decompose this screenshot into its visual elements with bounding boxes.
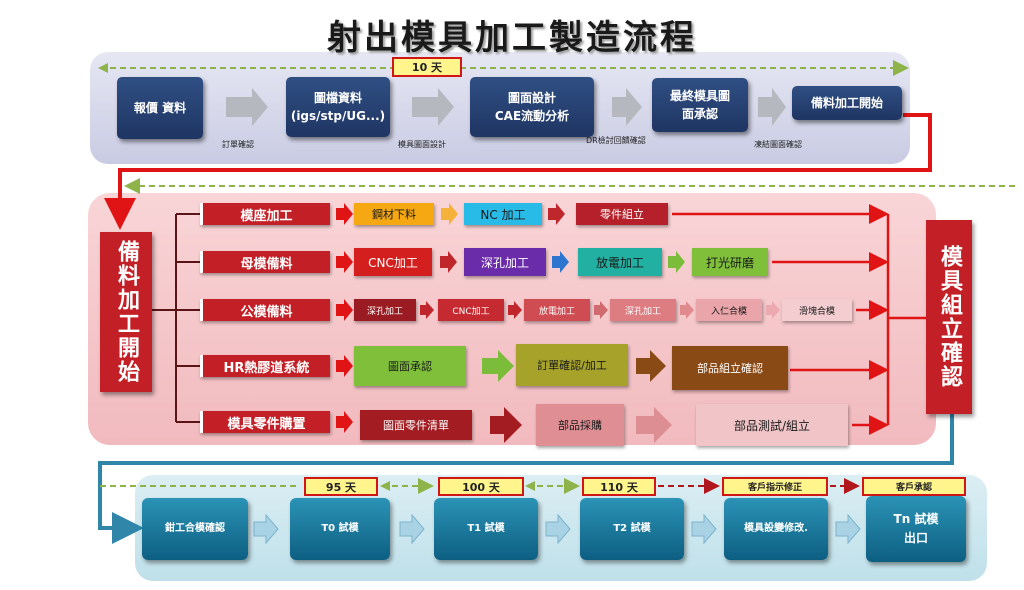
- caption-mold-design: 模具圖面設計: [398, 140, 446, 149]
- tag-95-days: 95 天: [304, 477, 378, 496]
- mold-assembly-vertical-label: 模具組立確認: [926, 220, 972, 414]
- step-deep-hole-core-1: 深孔加工: [354, 299, 416, 321]
- step-parts-procurement: 部品採購: [536, 404, 624, 446]
- t1-trial-box: T1 試模: [434, 498, 538, 560]
- step-insert-fitting: 入仁合模: [696, 299, 762, 321]
- step-edm-core: 放電加工: [524, 299, 590, 321]
- material-prep-start-box: 備料加工開始: [792, 86, 902, 120]
- t2-trial-box: T2 試模: [580, 498, 684, 560]
- tag-customer-approval: 客戶承認: [862, 477, 966, 496]
- step-cnc-core: CNC加工: [438, 299, 504, 321]
- step-slider-fitting: 滑塊合模: [782, 299, 852, 321]
- row-label-hot-runner: HR熱膠道系統: [200, 355, 330, 377]
- t0-trial-box: T0 試模: [290, 498, 390, 560]
- mold-modification-box: 模具設變修改.: [724, 498, 828, 560]
- drawing-files-box: 圖檔資料 (igs/stp/UG...): [286, 77, 390, 137]
- tag-100-days: 100 天: [438, 477, 524, 496]
- row-label-cavity: 母模備料: [200, 251, 330, 273]
- step-cnc-machining-cavity: CNC加工: [354, 248, 432, 276]
- caption-freeze-drawing: 凍結圖面確認: [754, 140, 802, 149]
- caption-dr-review: DR檢討回饋確認: [586, 136, 646, 145]
- step-deep-hole-cavity: 深孔加工: [464, 248, 546, 276]
- tn-trial-shipment-box: Tn 試模 出口: [866, 496, 966, 562]
- stage1-duration-tag: 10 天: [392, 57, 462, 77]
- tag-customer-correction: 客戶指示修正: [722, 477, 828, 496]
- step-component-assembly-confirm: 部品組立確認: [672, 346, 788, 390]
- stage2-bracket: [152, 213, 200, 423]
- stage1-block-arrows: [226, 88, 786, 126]
- page-title: 射出模具加工製造流程: [327, 18, 697, 58]
- step-nc-machining: NC 加工: [464, 203, 542, 225]
- final-drawing-approval-box: 最終模具圖 面承認: [652, 78, 748, 132]
- fitter-mold-check-box: 鉗工合模確認: [142, 498, 248, 560]
- row-label-mold-base: 模座加工: [200, 203, 330, 225]
- design-cae-box: 圖面設計 CAE流動分析: [470, 77, 594, 137]
- step-deep-hole-core-2: 深孔加工: [610, 299, 676, 321]
- step-polishing: 打光研磨: [692, 248, 768, 276]
- row-label-parts-purchase: 模具零件購置: [200, 411, 330, 433]
- step-steel-cutting: 鋼材下料: [354, 203, 434, 225]
- step-parts-test-assembly: 部品測試/組立: [696, 404, 848, 446]
- material-prep-vertical-label: 備料加工開始: [100, 232, 152, 392]
- caption-order-confirm: 訂單確認: [222, 140, 254, 149]
- step-part-assembly: 零件組立: [576, 203, 668, 225]
- step-edm-cavity: 放電加工: [578, 248, 662, 276]
- step-parts-list: 圖面零件清單: [360, 410, 472, 440]
- step-drawing-approval: 圖面承認: [354, 346, 466, 386]
- quote-data-box: 報價 資料: [117, 77, 203, 139]
- step-order-confirm-machining: 訂單確認/加工: [516, 344, 628, 386]
- row-label-core: 公模備料: [200, 299, 330, 321]
- tag-110-days: 110 天: [582, 477, 656, 496]
